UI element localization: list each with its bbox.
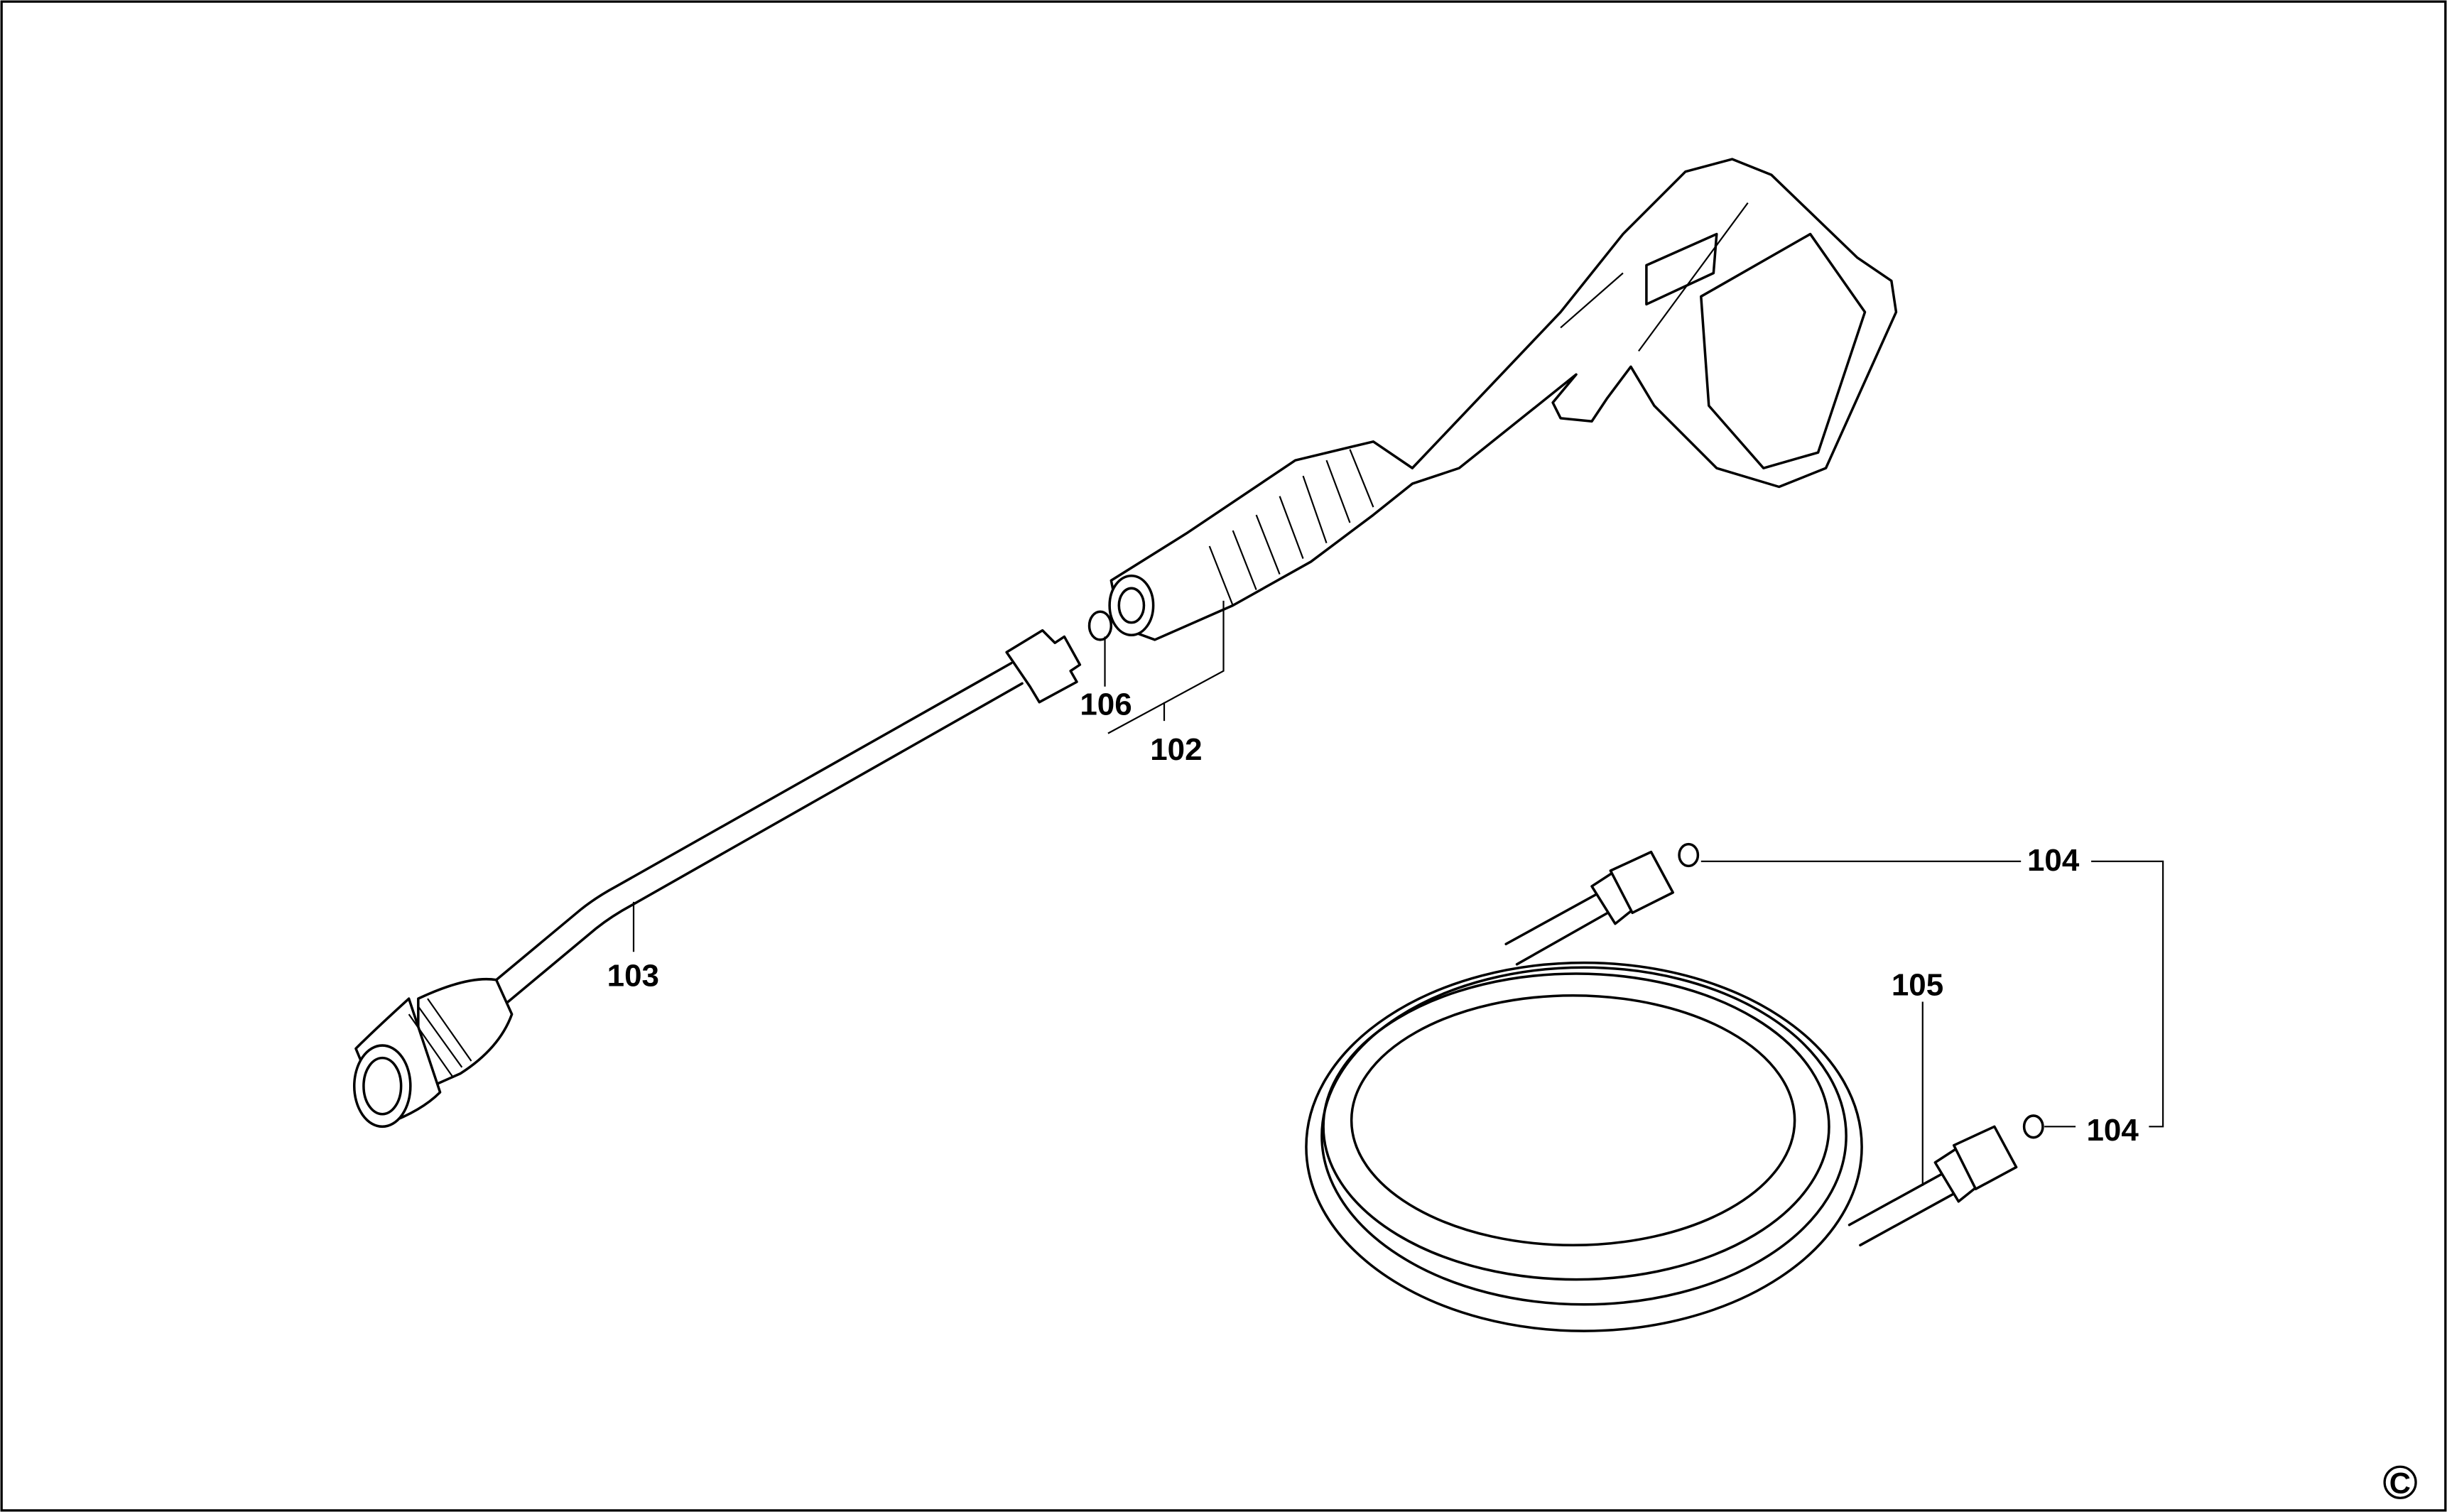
label-103: 103 <box>607 959 659 994</box>
label-105: 105 <box>1892 968 1943 1003</box>
o-ring-part-106 <box>1087 610 1113 641</box>
lance-part-103 <box>352 629 1082 1128</box>
label-102: 102 <box>1150 732 1202 767</box>
copyright-mark: C <box>2383 1465 2417 1500</box>
label-104-top: 104 <box>2027 843 2080 878</box>
svg-text:C: C <box>2389 1467 2411 1500</box>
label-104-bottom: 104 <box>2086 1113 2139 1148</box>
o-ring-part-104-bottom <box>2022 1114 2044 1139</box>
label-106: 106 <box>1080 687 1132 722</box>
spray-gun-part-102 <box>1108 158 1898 641</box>
o-ring-part-104-top <box>1678 842 1700 868</box>
hose-part-105 <box>1305 850 2018 1332</box>
leader-lines <box>632 600 2164 1186</box>
